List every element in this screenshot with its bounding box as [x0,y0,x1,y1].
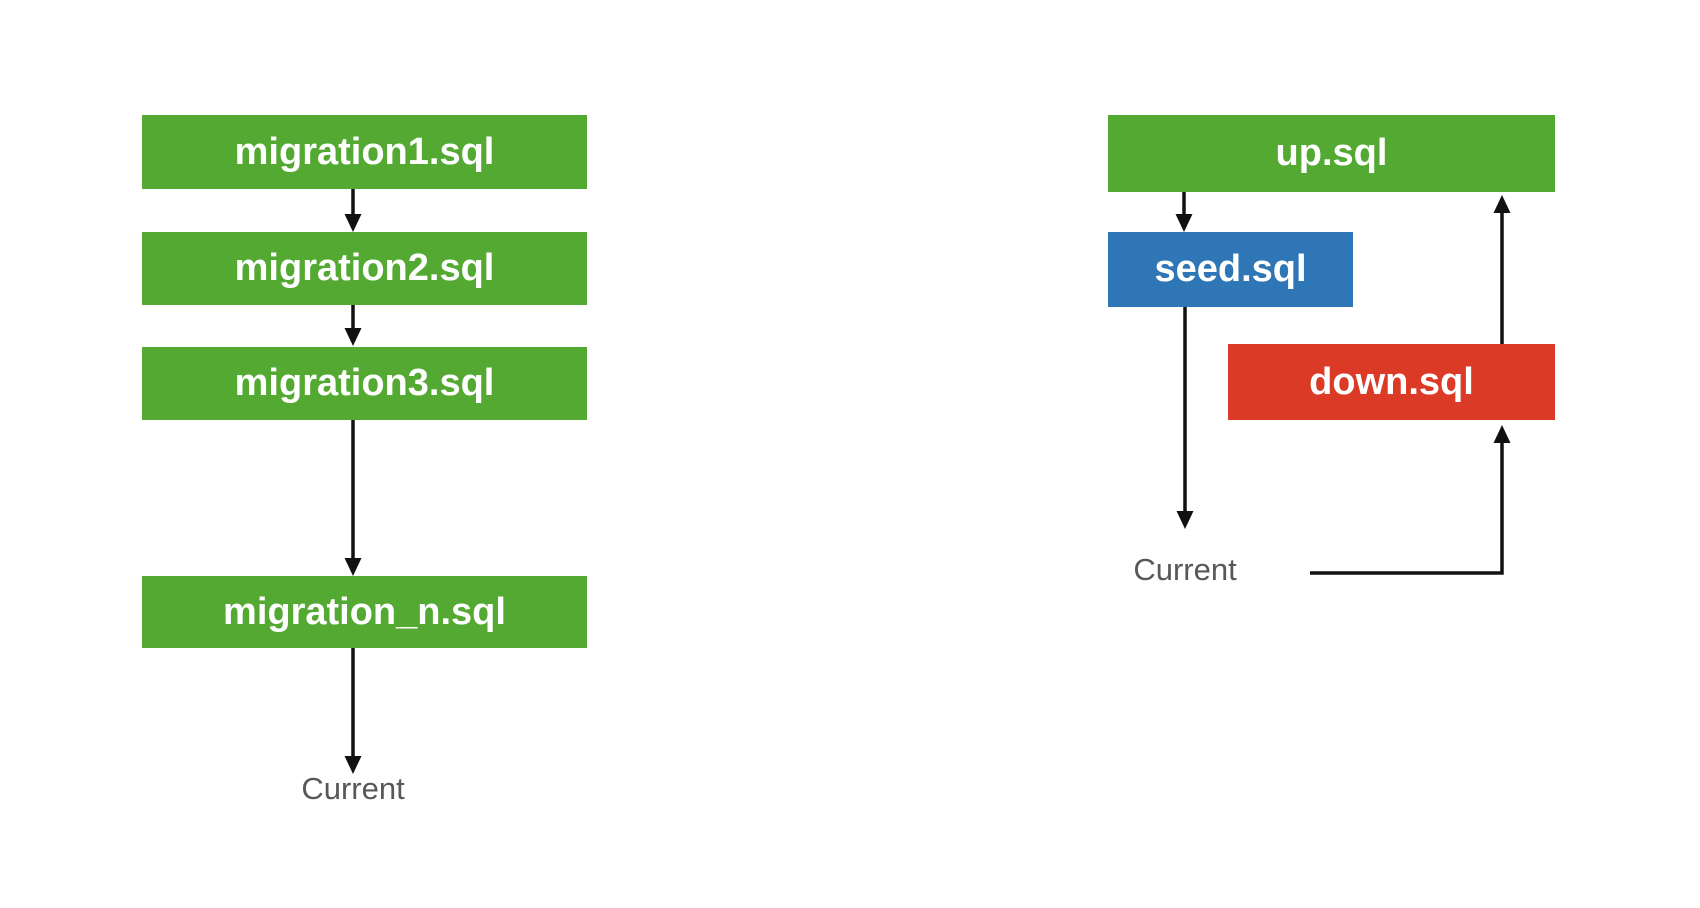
arrow-down-to-up [1493,195,1511,344]
arrow-migration-n-to-current [344,648,362,774]
arrow-seed-to-current [1176,307,1194,529]
arrow-migration2-to-migration3 [344,305,362,346]
node-seed-sql: seed.sql [1108,232,1353,307]
arrow-up-to-seed [1175,192,1193,232]
current-label-right: Current [1133,552,1237,587]
node-migration3-sql: migration3.sql [142,347,587,420]
node-migration-n-sql: migration_n.sql [142,576,587,648]
arrow-migration1-to-migration2 [344,189,362,232]
node-down-sql: down.sql [1228,344,1555,420]
arrow-migration3-to-migration-n [344,420,362,576]
connector-current-to-down [1310,425,1511,575]
node-migration2-sql: migration2.sql [142,232,587,305]
current-label-left: Current [301,771,405,806]
node-up-sql: up.sql [1108,115,1555,192]
node-migration1-sql: migration1.sql [142,115,587,189]
